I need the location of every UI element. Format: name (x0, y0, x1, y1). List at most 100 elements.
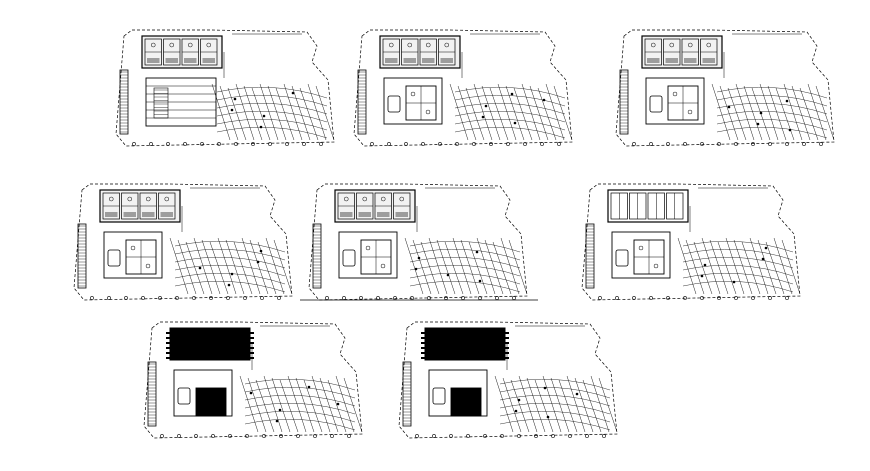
floor-plan-4 (70, 176, 300, 311)
contour-line (244, 411, 356, 423)
terrain-line (566, 375, 586, 433)
tree-symbol (481, 115, 485, 119)
plan-svg (308, 183, 528, 301)
terrain-line (492, 241, 512, 295)
roof-edge-mark (505, 332, 509, 334)
fixture (687, 109, 693, 115)
furniture (147, 58, 160, 63)
terrain-line (775, 87, 795, 141)
terrain-line (807, 83, 827, 141)
floor-plan-2 (350, 22, 580, 157)
marker-dot (534, 434, 538, 438)
marker-dot (226, 296, 230, 300)
marker-dot (700, 296, 704, 300)
marker-dot (523, 142, 527, 146)
terrain-line (749, 237, 769, 295)
roof-edge-mark (250, 342, 254, 344)
terrain-line (279, 379, 299, 433)
floor-plan-3 (612, 22, 842, 157)
tree-symbol (700, 274, 704, 278)
tree-symbol (262, 114, 266, 118)
contour-line (454, 111, 566, 123)
fixture (145, 263, 151, 269)
contour-line (499, 403, 611, 415)
contour-line (174, 249, 286, 261)
contour-line (682, 281, 794, 293)
contour-line (409, 249, 521, 261)
marker-dot (243, 296, 247, 300)
tree-symbol (475, 250, 479, 254)
roof-edge-mark (421, 342, 425, 344)
contour-line (454, 95, 566, 107)
contour-line (174, 281, 286, 293)
marker-dot (751, 296, 755, 300)
marker-dot (615, 296, 619, 300)
tree-symbol (761, 257, 765, 261)
furniture (165, 58, 178, 63)
marker-dot (785, 296, 789, 300)
marker-dot (234, 142, 238, 146)
marker-dot (319, 142, 323, 146)
terrain-line (259, 83, 279, 141)
furniture (123, 212, 136, 217)
roof-edge-mark (166, 347, 170, 349)
terrain-line (733, 239, 753, 295)
terrain-line (526, 377, 546, 433)
fixture (380, 263, 386, 269)
terrain-line (444, 241, 464, 295)
marker-dot (158, 296, 162, 300)
fixture (444, 42, 449, 48)
terrain-line (457, 85, 477, 141)
roof-edge-mark (505, 342, 509, 344)
fixture (706, 42, 711, 48)
marker-dot (124, 296, 128, 300)
marker-dot (209, 296, 213, 300)
terrain-line (815, 85, 835, 141)
terrain-line (711, 83, 731, 141)
fixture (672, 91, 678, 97)
furniture (385, 58, 398, 63)
tree-symbol (575, 392, 579, 396)
contour-line (409, 281, 521, 293)
tree-symbol (417, 256, 421, 260)
furniture (105, 212, 118, 217)
contour-line (682, 265, 794, 277)
furniture (358, 212, 371, 217)
terrain-line (273, 239, 293, 295)
marker-dot (415, 434, 419, 438)
marker-dot (700, 142, 704, 146)
contour-line (499, 379, 611, 391)
marker-dot (666, 142, 670, 146)
contour-line (682, 273, 794, 285)
marker-dot (432, 434, 436, 438)
terrain-line (227, 87, 247, 141)
terrain-line (275, 87, 295, 141)
marker-dot (666, 296, 670, 300)
terrain-line (219, 85, 239, 141)
terrain-line (436, 239, 456, 295)
fixture (651, 42, 656, 48)
plan-svg (73, 183, 293, 301)
marker-dot (260, 296, 264, 300)
marker-dot (717, 142, 721, 146)
marker-dot (285, 142, 289, 146)
marker-dot (245, 434, 249, 438)
marker-dot (183, 142, 187, 146)
terrain-line (476, 237, 496, 295)
marker-dot (262, 434, 266, 438)
terrain-line (590, 375, 610, 433)
contour-line (216, 127, 328, 139)
tree-symbol (542, 98, 546, 102)
terrain-line (255, 379, 275, 433)
terrain-line (781, 239, 801, 295)
marker-dot (268, 142, 272, 146)
contour-line (454, 119, 566, 131)
contour-line (174, 257, 286, 269)
terrain-line (185, 241, 205, 295)
marker-dot (751, 142, 755, 146)
contour-line (174, 265, 286, 277)
terrain-line (251, 87, 271, 141)
floor-plan-8 (395, 314, 625, 449)
marker-dot (632, 296, 636, 300)
fixture (669, 42, 674, 48)
